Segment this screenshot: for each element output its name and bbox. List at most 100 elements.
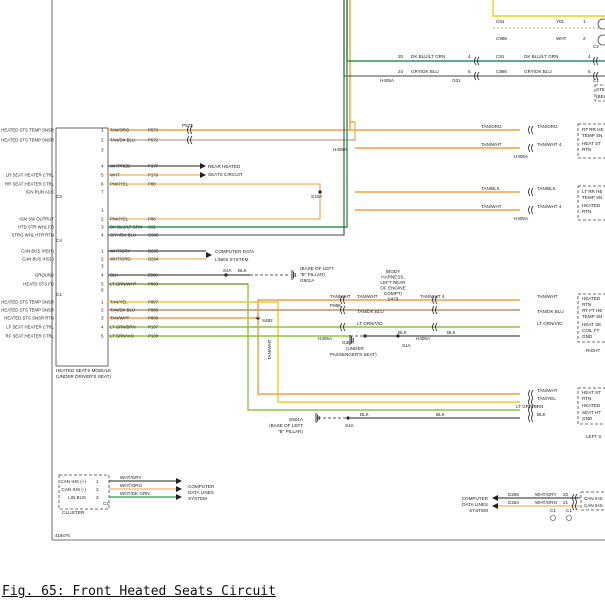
wire-tan-wht-front (108, 317, 520, 395)
connector-label: C1 (566, 508, 572, 513)
wire-pnk-yel-2 (108, 192, 321, 220)
splice-label: H405A (514, 216, 529, 221)
pin-number: P888 (330, 303, 341, 308)
pin-number: 5 (101, 282, 104, 287)
connector-icon (572, 501, 578, 511)
rr-heated-seat-box (577, 123, 605, 159)
wire-tan-wht-to-rf (257, 299, 520, 318)
wire-color-label: TAN/WHT (330, 294, 351, 299)
pin-function-label: HEATD STS FD (23, 282, 54, 287)
connector-icon (572, 493, 578, 503)
wire-color-label: WHT (556, 36, 567, 41)
pin-function-label: CAN IHS (-) (62, 487, 87, 492)
connector-icon (187, 125, 193, 135)
ground-icon (349, 335, 354, 345)
wire-gry-dkblu-c4 (108, 0, 345, 236)
splice-dot (318, 190, 322, 194)
pin-function-label: LR HEATED STS TEMP SNSR (0, 138, 54, 143)
component-name: CLUSTER (62, 510, 85, 516)
wire-color-label: LT GRN/WHT (110, 282, 137, 287)
wire-color-label: TAN/WHT 4 (537, 204, 562, 209)
splice-label: S482 (262, 318, 273, 323)
pin-function-label: GROUND (35, 273, 54, 278)
location-label: (BASE OF LEFT (269, 423, 303, 428)
reference-label: COMPUTER (462, 496, 489, 501)
location-label: PASSENGER'S SEAT) (330, 352, 377, 357)
connector-icon (432, 322, 438, 332)
connector-icon (528, 125, 534, 135)
wire-color-label: YEL (556, 19, 565, 24)
component-label: GND (582, 416, 593, 421)
pin-number: 4 (101, 273, 104, 278)
circuit-label: P897 (148, 300, 159, 305)
component-label: RTN (582, 209, 591, 214)
wire-color-label: DK BLU/LT GRN (110, 225, 142, 230)
wire-color-label: TAN/WHT (537, 388, 558, 393)
wire-color-label: TAN/WHT (537, 294, 558, 299)
pin-number: 3 (101, 316, 104, 321)
component-label: HEAT SE (582, 322, 601, 327)
wire-color-label: TAN/WHT 4 (420, 294, 445, 299)
connector-icon (528, 413, 534, 423)
reference-marker-icon (566, 515, 572, 521)
reference-label: REAR HEATED (208, 164, 241, 169)
component-label: (BEHIN (596, 94, 605, 99)
location-label: S473 (388, 297, 399, 302)
connector-icon (593, 71, 599, 81)
wire-color-label: GRY/DK BLU (411, 69, 439, 74)
reference-label: SYSTEM (188, 496, 207, 501)
connector-icon (187, 135, 193, 145)
wire-color-label: GRY/DK BLU (524, 69, 552, 74)
wire-color-label: LT GRN/BRN (516, 404, 543, 409)
component-label: RTN (582, 147, 591, 152)
component-label: HEAT ST (582, 390, 601, 395)
pin-label: 4 (468, 54, 471, 59)
splice-dot (346, 416, 350, 420)
ground-icon (315, 413, 320, 423)
circuit-label: Z908 (148, 273, 158, 278)
pin-label: 2 (583, 36, 586, 41)
component-label: SEAT HT (582, 410, 601, 415)
reference-label: LINES SYSTEM (215, 257, 249, 262)
wire-color-label: PNK/YEL (110, 182, 129, 187)
wire-color-label: WHT/ORG (535, 500, 558, 505)
cluster-box (58, 474, 110, 510)
connector-icon (474, 56, 480, 66)
connector-label: C1 (56, 292, 62, 297)
splice-label: H405A (514, 154, 529, 159)
ground-icon (291, 270, 296, 280)
wire-color-label: LT GRN/VIO (110, 334, 135, 339)
location-label: HARNESS, (381, 275, 405, 280)
pin-number: 3 (101, 264, 104, 269)
location-label: "B" PILLAR) (300, 272, 325, 277)
wire-color-label: BLK (110, 273, 118, 278)
wire-pnk-yel (108, 183, 321, 192)
component-label: RTN (582, 302, 591, 307)
circuit-label: C91 (148, 225, 156, 230)
wire-color-label: WHT (110, 173, 120, 178)
wire-color-label: TAN/DK BLU (357, 309, 384, 314)
location-label: LEFT REAR (380, 280, 406, 285)
circuit-label: C91 (496, 54, 505, 59)
pin-number: 20 (563, 492, 569, 497)
pin-function-label: CAN BUS IHS(-) (22, 257, 54, 262)
pin-number: 5 (101, 173, 104, 178)
arrow-icon (492, 503, 498, 509)
component-label: RT FT HE (582, 308, 602, 313)
wire-color-label: WHT/GRY (110, 249, 130, 254)
pin-function-label: CAN IHS (584, 503, 603, 508)
connector-label: C3 (56, 194, 62, 199)
connector-icon (528, 397, 534, 407)
pin-number: 7 (101, 190, 104, 195)
pin-function-label: STRG WHL HTR RTN (12, 233, 55, 238)
circuit-label: D264 (148, 257, 159, 262)
connector-icon (474, 71, 480, 81)
pin-number: 3 (101, 225, 104, 230)
connector-icon (340, 322, 346, 332)
connector-label: C2 (593, 44, 599, 49)
pin-label: 24 (398, 69, 404, 74)
pin-number: 4 (101, 325, 104, 330)
pin-label: 4 (588, 54, 591, 59)
pin-label: 5 (468, 69, 471, 74)
